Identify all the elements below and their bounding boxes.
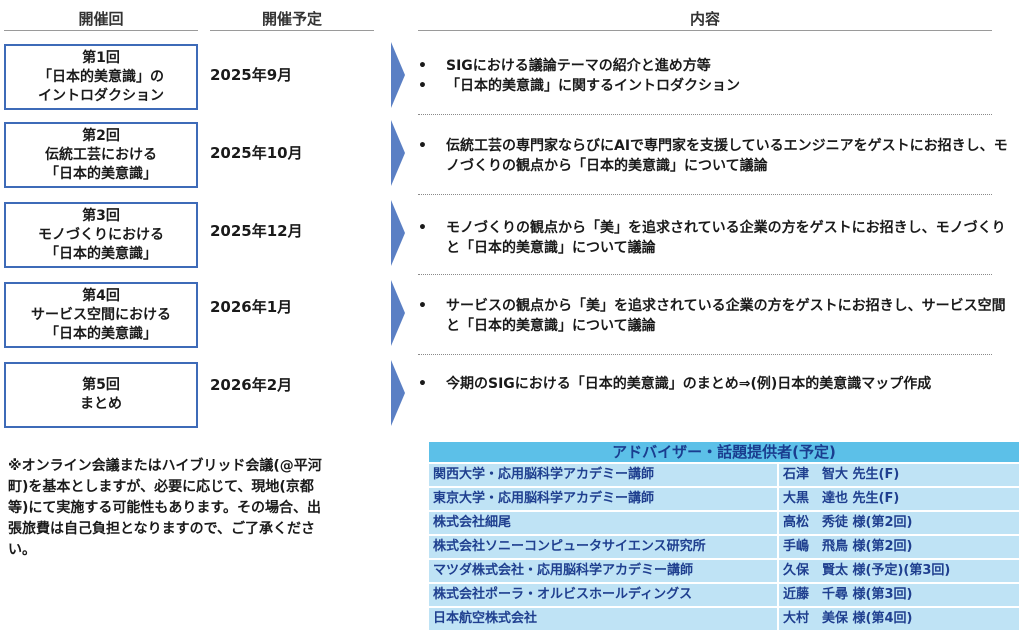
advisor-org: 東京大学・応用脳科学アカデミー講師 <box>429 488 777 510</box>
bullet-icon: • <box>418 58 427 74</box>
list-item: •モノづくりの観点から「美」を追求されている企業の方をゲストにお招きし、モノづく… <box>418 220 1006 256</box>
advisor-org: マツダ株式会社・応用脳科学アカデミー講師 <box>429 560 777 582</box>
session-content-3: •モノづくりの観点から「美」を追求されている企業の方をゲストにお招きし、モノづく… <box>418 218 1008 258</box>
header-content: 内容 <box>689 10 720 28</box>
session-title-line: イントロダクション <box>38 87 164 104</box>
note-line: 張旅費は自己負担となりますので、ご了承くださ <box>8 521 316 537</box>
session-content-2: •伝統工芸の専門家ならびにAIで専門家を支援しているエンジニアをゲストにお招きし… <box>418 136 1008 176</box>
session-title-line: 伝統工芸における <box>45 146 157 163</box>
advisor-table: アドバイザー・話題提供者(予定) 関西大学・応用脳科学アカデミー講師石津 智大 … <box>429 442 1019 630</box>
session-title-line: 「日本的美意識」 <box>45 245 157 262</box>
list-item: •SIGにおける議論テーマの紹介と進め方等 <box>418 58 711 74</box>
venue-note: ※オンライン会議またはハイブリッド会議(@平河 町)を基本としますが、必要に応じ… <box>8 456 388 561</box>
advisor-org: 日本航空株式会社 <box>429 608 777 630</box>
chevron-right-icon <box>391 42 405 108</box>
bullet-icon: • <box>418 78 427 94</box>
header-session-rule <box>4 30 198 31</box>
session-date-5: 2026年2月 <box>210 376 293 394</box>
advisor-name: 近藤 千尋 様(第3回) <box>779 584 1019 606</box>
session-title-line: まとめ <box>80 396 122 412</box>
table-row: 日本航空株式会社大村 美保 様(第4回) <box>429 608 1019 630</box>
advisor-name: 大村 美保 様(第4回) <box>779 608 1019 630</box>
advisor-org: 株式会社細尾 <box>429 512 777 534</box>
table-row: 関西大学・応用脳科学アカデミー講師石津 智大 先生(F) <box>429 464 1019 486</box>
header-schedule-rule <box>210 30 374 31</box>
list-item: •サービスの観点から「美」を追求されている企業の方をゲストにお招きし、サービス空… <box>418 298 1006 334</box>
advisor-name: 大黒 達也 先生(F) <box>779 488 1019 510</box>
row-separator <box>418 354 992 355</box>
session-date-4: 2026年1月 <box>210 298 293 316</box>
bullet-icon: • <box>418 138 427 154</box>
advisor-org: 株式会社ソニーコンピュータサイエンス研究所 <box>429 536 777 558</box>
advisor-name: 石津 智大 先生(F) <box>779 464 1019 486</box>
session-content-4: •サービスの観点から「美」を追求されている企業の方をゲストにお招きし、サービス空… <box>418 296 1008 336</box>
chevron-right-icon <box>391 280 405 346</box>
session-number: 第2回 <box>82 127 120 144</box>
session-title-line: 「日本的美意識」 <box>45 325 157 342</box>
advisor-org: 関西大学・応用脳科学アカデミー講師 <box>429 464 777 486</box>
session-title-line: サービス空間における <box>31 306 171 323</box>
list-item: •伝統工芸の専門家ならびにAIで専門家を支援しているエンジニアをゲストにお招きし… <box>418 138 1008 174</box>
chevron-right-icon <box>391 360 405 426</box>
advisor-table-title: アドバイザー・話題提供者(予定) <box>429 442 1019 462</box>
session-box-2: 第2回 伝統工芸における 「日本的美意識」 <box>4 122 198 188</box>
advisor-name: 手嶋 飛鳥 様(第2回) <box>779 536 1019 558</box>
session-number: 第1回 <box>82 49 120 66</box>
header-schedule: 開催予定 <box>261 10 322 28</box>
table-row: 株式会社細尾高松 秀徒 様(第2回) <box>429 512 1019 534</box>
session-number: 第3回 <box>82 207 120 224</box>
session-title-line: 「日本的美意識」の <box>38 68 164 85</box>
session-date-1: 2025年9月 <box>210 66 293 84</box>
session-date-2: 2025年10月 <box>210 144 303 162</box>
session-title-line: モノづくりにおける <box>38 226 164 243</box>
header-content-rule <box>418 30 992 31</box>
session-content-5: •今期のSIGにおける「日本的美意識」のまとめ⇒(例)日本的美意識マップ作成 <box>418 374 1008 394</box>
note-line: 町)を基本としますが、必要に応じて、現地(京都 <box>8 479 314 495</box>
list-item: •「日本的美意識」に関するイントロダクション <box>418 78 740 94</box>
row-separator <box>418 114 992 115</box>
note-line: 等)にて実施する可能性もあります。その場合、出 <box>8 500 321 516</box>
chevron-right-icon <box>391 200 405 266</box>
list-item: •今期のSIGにおける「日本的美意識」のまとめ⇒(例)日本的美意識マップ作成 <box>418 376 932 392</box>
session-title-line: 「日本的美意識」 <box>45 165 157 182</box>
session-box-5: 第5回 まとめ <box>4 362 198 428</box>
session-box-4: 第4回 サービス空間における 「日本的美意識」 <box>4 282 198 348</box>
advisor-name: 高松 秀徒 様(第2回) <box>779 512 1019 534</box>
advisor-org: 株式会社ポーラ・オルビスホールディングス <box>429 584 777 606</box>
note-line: い。 <box>8 542 36 558</box>
row-separator <box>418 274 992 275</box>
bullet-icon: • <box>418 376 427 392</box>
row-separator <box>418 194 992 195</box>
session-number: 第5回 <box>82 377 120 393</box>
note-line: ※オンライン会議またはハイブリッド会議(@平河 <box>8 458 322 474</box>
session-date-3: 2025年12月 <box>210 222 303 240</box>
table-row: 株式会社ポーラ・オルビスホールディングス近藤 千尋 様(第3回) <box>429 584 1019 606</box>
advisor-name: 久保 賢太 様(予定)(第3回) <box>779 560 1019 582</box>
chevron-right-icon <box>391 120 405 186</box>
header-session: 開催回 <box>78 10 124 28</box>
session-box-3: 第3回 モノづくりにおける 「日本的美意識」 <box>4 202 198 268</box>
bullet-icon: • <box>418 220 427 236</box>
session-content-1: •SIGにおける議論テーマの紹介と進め方等 •「日本的美意識」に関するイントロダ… <box>418 56 1008 96</box>
bullet-icon: • <box>418 298 427 314</box>
table-row: 東京大学・応用脳科学アカデミー講師大黒 達也 先生(F) <box>429 488 1019 510</box>
session-box-1: 第1回 「日本的美意識」の イントロダクション <box>4 44 198 110</box>
table-row: 株式会社ソニーコンピュータサイエンス研究所手嶋 飛鳥 様(第2回) <box>429 536 1019 558</box>
session-number: 第4回 <box>82 287 120 304</box>
table-row: マツダ株式会社・応用脳科学アカデミー講師久保 賢太 様(予定)(第3回) <box>429 560 1019 582</box>
